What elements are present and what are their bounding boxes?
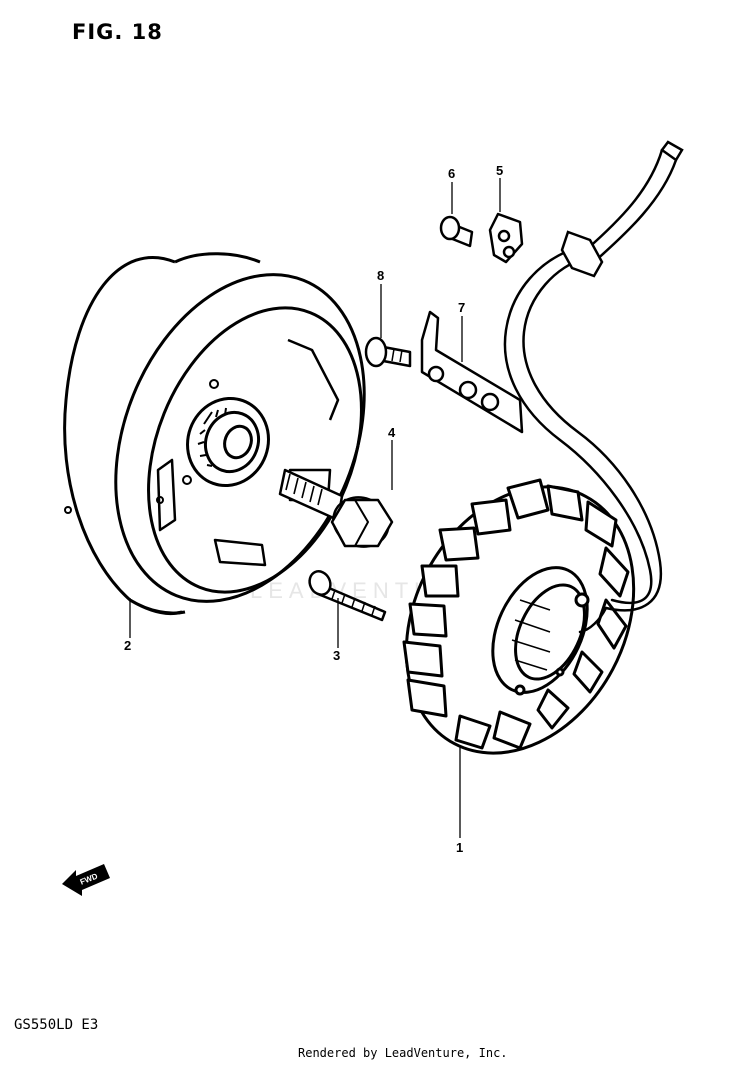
- callout-5: 5: [496, 163, 503, 178]
- screw-6-drawing[interactable]: [439, 215, 474, 248]
- rotor-bolt-drawing[interactable]: [278, 468, 396, 554]
- render-credit: Rendered by LeadVenture, Inc.: [298, 1046, 508, 1060]
- callout-2: 2: [124, 638, 131, 653]
- plate-drawing[interactable]: [420, 310, 524, 434]
- rotor-drawing[interactable]: [63, 237, 411, 638]
- leader-lines: [129, 178, 501, 838]
- wire-harness-drawing: [503, 140, 684, 634]
- figure-title: FIG. 18: [72, 20, 163, 44]
- screw-8-drawing[interactable]: [364, 336, 412, 368]
- screw-3-drawing[interactable]: [306, 568, 387, 622]
- clamp-drawing[interactable]: [488, 212, 524, 264]
- stator-drawing[interactable]: [362, 447, 679, 793]
- callout-7: 7: [458, 300, 465, 315]
- callout-4: 4: [388, 425, 396, 440]
- callout-3: 3: [333, 648, 340, 663]
- callout-6: 6: [448, 166, 455, 181]
- fwd-arrow-icon: FWD: [62, 864, 110, 896]
- model-code: GS550LD E3: [14, 1017, 99, 1033]
- callout-8: 8: [377, 268, 384, 283]
- callout-1: 1: [456, 840, 463, 855]
